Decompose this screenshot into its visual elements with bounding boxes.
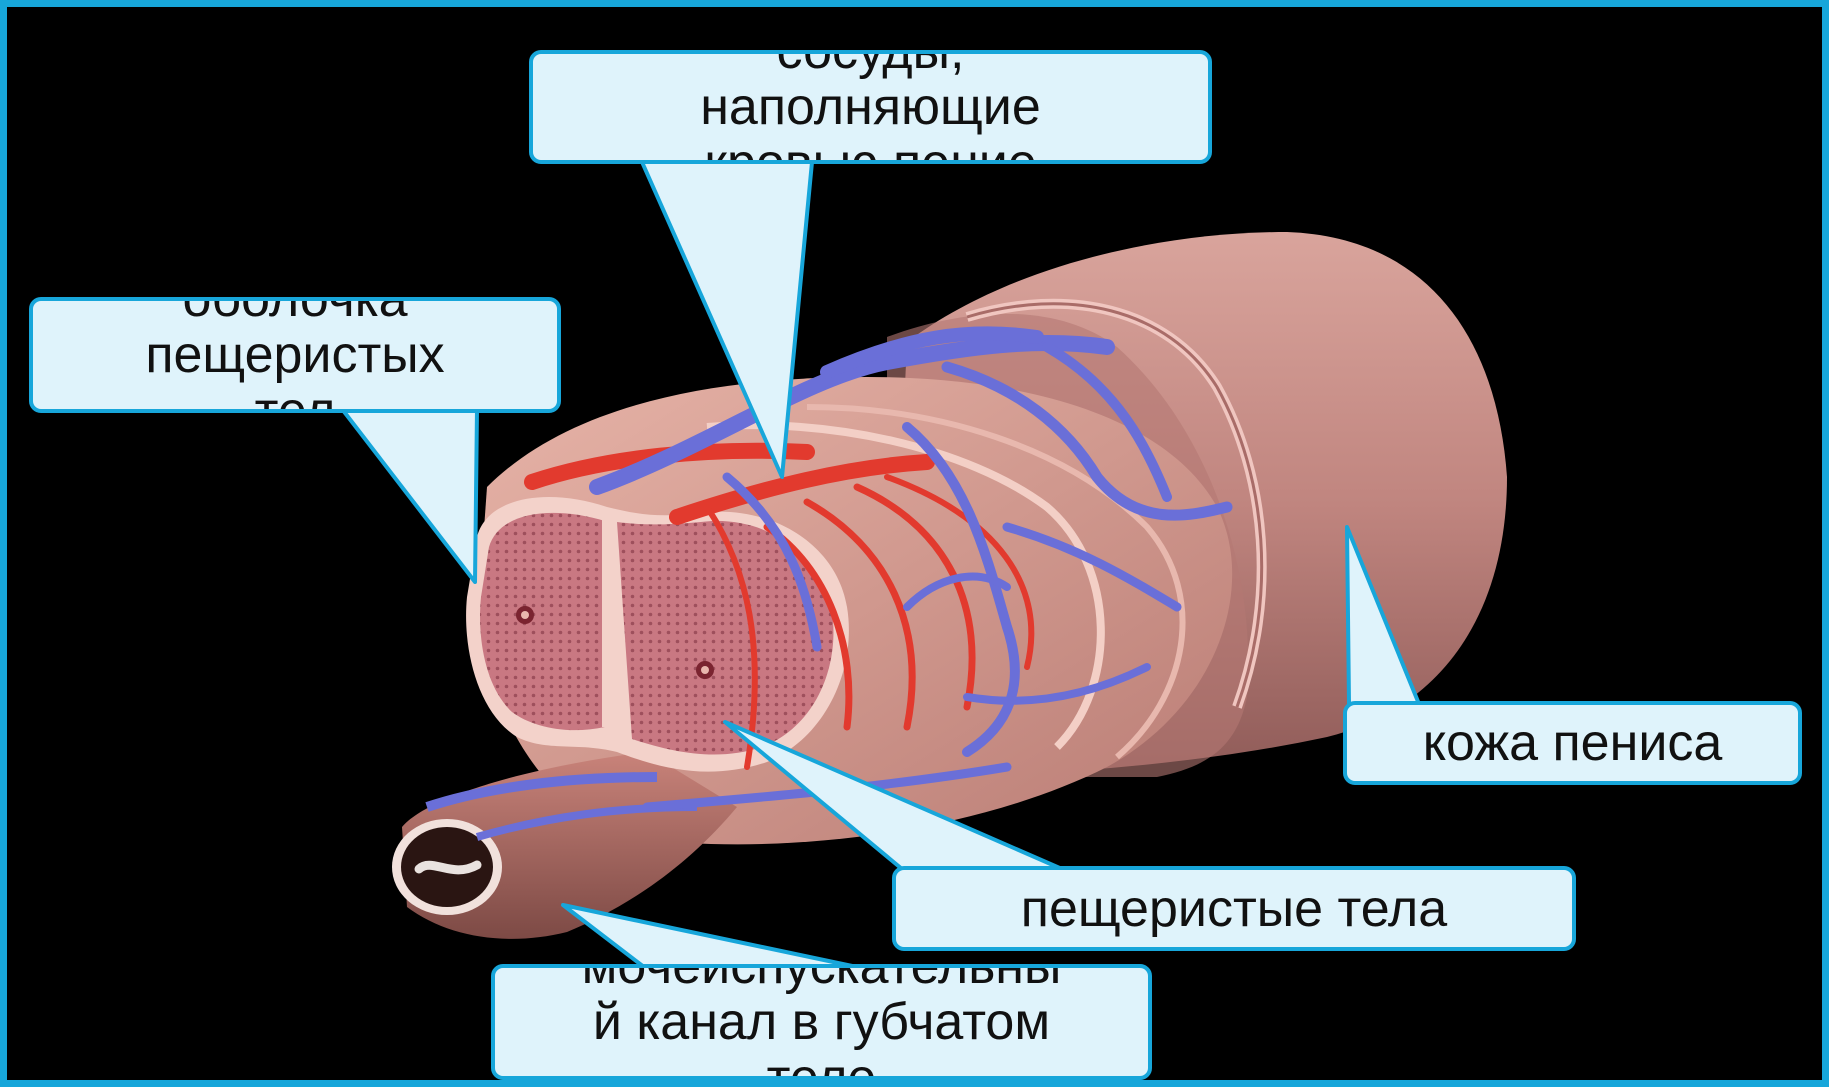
label-line: пещеристых bbox=[145, 327, 444, 383]
label-line: тел bbox=[255, 383, 336, 413]
label-line: й канал в губчатом bbox=[593, 994, 1050, 1050]
label-line: сосуды, bbox=[777, 50, 965, 79]
label-line: кровью пение bbox=[704, 135, 1037, 164]
label-line: мочеиспускательны bbox=[582, 964, 1062, 994]
pointer-tunica bbox=[342, 409, 477, 582]
label-urethra: мочеиспускательны й канал в губчатом тел… bbox=[491, 964, 1152, 1080]
label-line: наполняющие bbox=[700, 79, 1041, 135]
label-tunica-albuginea: оболочка пещеристых тел bbox=[29, 297, 561, 413]
label-line: кожа пениса bbox=[1423, 715, 1723, 771]
pointer-urethra bbox=[563, 905, 857, 967]
label-line: теле bbox=[767, 1050, 877, 1080]
label-penis-skin: кожа пениса bbox=[1343, 701, 1802, 785]
label-line: оболочка bbox=[182, 297, 407, 327]
urethra-tube bbox=[392, 752, 737, 939]
label-blood-vessels: сосуды, наполняющие кровью пение bbox=[529, 50, 1212, 164]
label-cavernous-bodies: пещеристые тела bbox=[892, 866, 1576, 951]
cross-section-face bbox=[466, 497, 849, 772]
label-line: пещеристые тела bbox=[1021, 881, 1447, 937]
